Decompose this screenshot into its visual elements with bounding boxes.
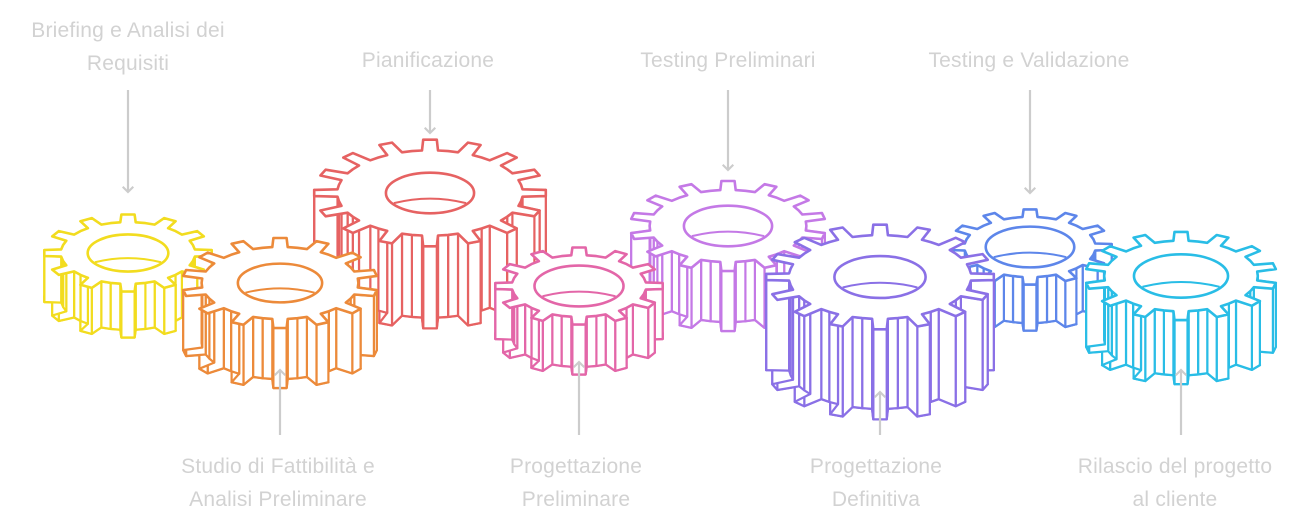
arrows-layer [121, 90, 1188, 435]
gears-layer [43, 138, 1278, 421]
gear-rilascio [1084, 230, 1278, 386]
gear-progettazione-preliminare [494, 246, 664, 376]
label-testing-validazione: Testing e Validazione [928, 49, 1130, 72]
label-testing-preliminari: Testing Preliminari [640, 49, 816, 72]
gear-studio-fattibilita [181, 236, 379, 390]
gear-progettazione-definitiva [764, 223, 996, 421]
label-pianificazione: Pianificazione [361, 49, 495, 72]
